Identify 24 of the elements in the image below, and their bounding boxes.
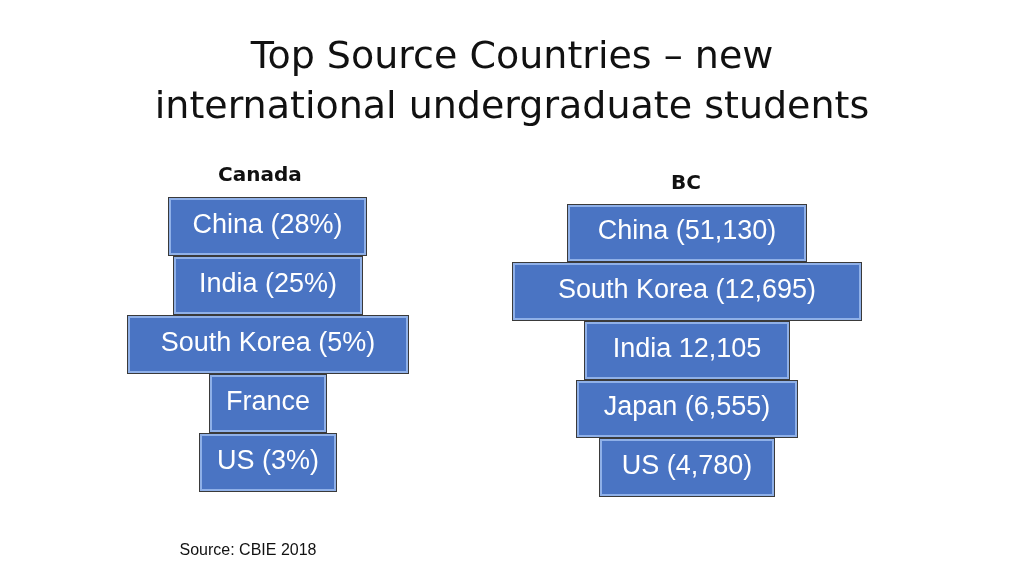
country-box — [199, 433, 337, 492]
slide-title: Top Source Countries – new international undergraduate students — [153, 32, 871, 129]
country-box — [567, 204, 807, 262]
country-label: China (28%) — [192, 207, 343, 240]
country-label: US (3%) — [217, 443, 319, 476]
country-label: India (25%) — [198, 266, 338, 299]
country-label: France — [225, 384, 310, 417]
country-box — [127, 315, 409, 374]
country-box — [173, 256, 363, 315]
country-box — [576, 380, 798, 438]
country-label: US (4,780) — [621, 448, 753, 481]
column-heading: BC — [671, 170, 701, 194]
country-label: India 12,105 — [612, 331, 762, 364]
country-label: China (51,130) — [597, 214, 777, 246]
country-box — [168, 197, 367, 256]
country-box — [209, 374, 327, 433]
column-heading: Canada — [218, 162, 302, 186]
country-label: South Korea (5%) — [160, 325, 376, 358]
country-label: South Korea (12,695) — [557, 272, 817, 305]
country-label: Japan (6,555) — [603, 390, 771, 422]
source-note: Source: CBIE 2018 — [179, 541, 317, 559]
country-box — [599, 438, 775, 497]
country-box — [584, 321, 790, 380]
country-box — [512, 262, 862, 321]
